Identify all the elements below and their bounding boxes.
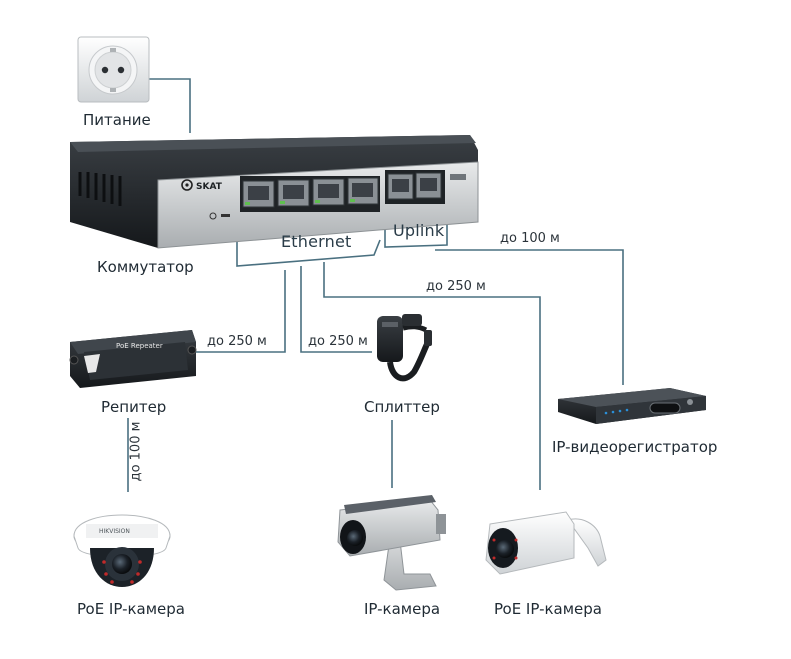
bullet-ip-camera-device <box>337 495 446 591</box>
distance-repeater-to-camera: до 100 м <box>128 421 144 482</box>
power-socket <box>77 36 150 103</box>
distance-to-splitter: до 250 м <box>308 334 368 349</box>
line-ethernet-bracket <box>236 239 381 267</box>
ethernet-ports <box>240 176 380 212</box>
poe-camera-label: PoE IP-камера <box>494 600 602 618</box>
switch-brand-text: SKAT <box>196 182 223 192</box>
bullet-poe-camera-device <box>485 511 607 575</box>
switch-device: SKAT <box>70 135 479 249</box>
poe-repeater-device: PoE Repeater <box>69 330 197 388</box>
dome-camera-device: HIKVISION <box>73 514 171 587</box>
repeater-badge-text: PoE Repeater <box>116 342 163 350</box>
line-power-switch <box>148 78 191 133</box>
line-switch-splitter <box>300 266 372 353</box>
ethernet-label: Ethernet <box>281 232 352 251</box>
uplink-label: Uplink <box>393 221 445 240</box>
dome-poe-camera-label: PoE IP-камера <box>77 600 185 618</box>
power-label: Питание <box>83 111 151 129</box>
power-led-icon <box>209 212 217 220</box>
switch-label: Коммутатор <box>97 258 194 276</box>
distance-to-repeater: до 250 м <box>207 334 267 349</box>
nvr-label: IP-видеорегистратор <box>552 438 718 456</box>
distance-to-poe-camera: до 250 м <box>426 279 486 294</box>
nvr-device <box>558 388 706 424</box>
connection-lines <box>127 78 624 492</box>
line-uplink-bracket <box>384 222 448 248</box>
line-switch-repeater <box>175 270 286 353</box>
skat-logo-icon <box>181 179 193 191</box>
distance-to-nvr: до 100 м <box>500 231 560 246</box>
dome-camera-brand-text: HIKVISION <box>99 528 130 535</box>
splitter-label: Сплиттер <box>364 398 440 416</box>
uplink-ports <box>385 170 445 204</box>
line-uplink-nvr <box>435 249 624 385</box>
line-switch-poe-camera <box>323 262 541 490</box>
ip-camera-label: IP-камера <box>364 600 441 618</box>
poe-splitter-device <box>377 314 432 382</box>
repeater-label: Репитер <box>101 398 167 416</box>
